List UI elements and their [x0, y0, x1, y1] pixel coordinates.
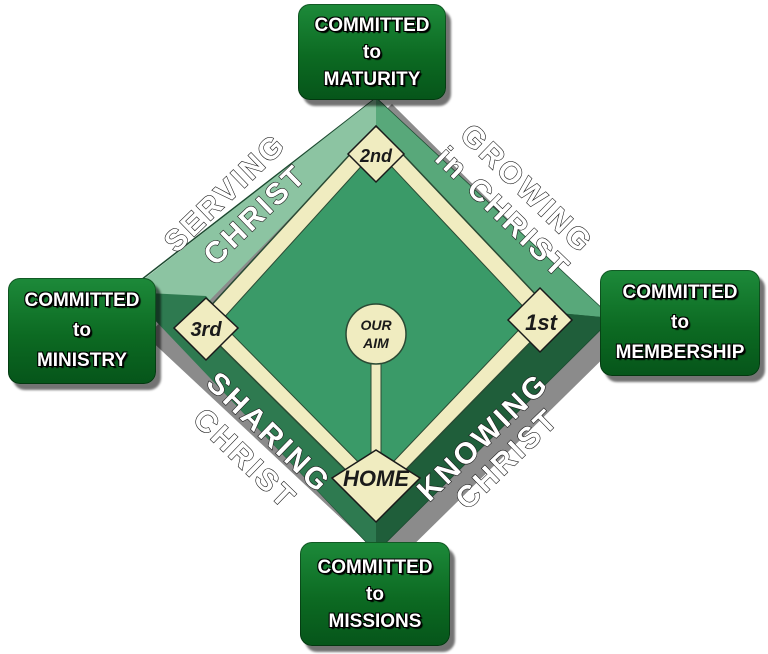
ministry-line1: COMMITTED: [24, 290, 140, 311]
home-plate: HOME: [330, 449, 422, 524]
first-base-label: 1st: [525, 310, 558, 335]
committed-to-ministry-box: COMMITTED to MINISTRY: [8, 278, 156, 384]
maturity-line1: COMMITTED: [314, 14, 430, 36]
band-serving-fill: [128, 98, 376, 296]
third-base: 3rd: [172, 296, 240, 362]
membership-line3: MEMBERSHIP: [615, 342, 745, 363]
membership-line1: COMMITTED: [622, 282, 738, 303]
aim-circle: [345, 303, 407, 365]
band-sharing-fill: [128, 292, 376, 552]
missions-line1: COMMITTED: [317, 556, 433, 578]
missions-line2: to: [366, 583, 384, 605]
maturity-line2: to: [363, 41, 381, 63]
committed-to-maturity-box: COMMITTED to MATURITY: [298, 4, 446, 100]
second-base: 2nd: [346, 124, 406, 184]
ministry-line2: to: [73, 320, 91, 341]
missions-line3: MISSIONS: [328, 610, 422, 632]
aim-label-line1: OUR: [360, 317, 392, 333]
committed-to-missions-box: COMMITTED to MISSIONS: [300, 542, 450, 646]
first-base: 1st: [506, 286, 574, 354]
band-growing-fill: [376, 98, 612, 318]
home-plate-label: HOME: [343, 466, 410, 491]
maturity-line3: MATURITY: [323, 68, 421, 90]
third-base-label: 3rd: [190, 319, 222, 341]
membership-line2: to: [671, 312, 689, 333]
aim-label-line2: AIM: [362, 335, 389, 351]
band-knowing-fill: [376, 312, 612, 552]
ministry-line3: MINISTRY: [36, 350, 128, 371]
second-base-label: 2nd: [359, 146, 393, 166]
committed-to-membership-box: COMMITTED to MEMBERSHIP: [600, 270, 760, 376]
